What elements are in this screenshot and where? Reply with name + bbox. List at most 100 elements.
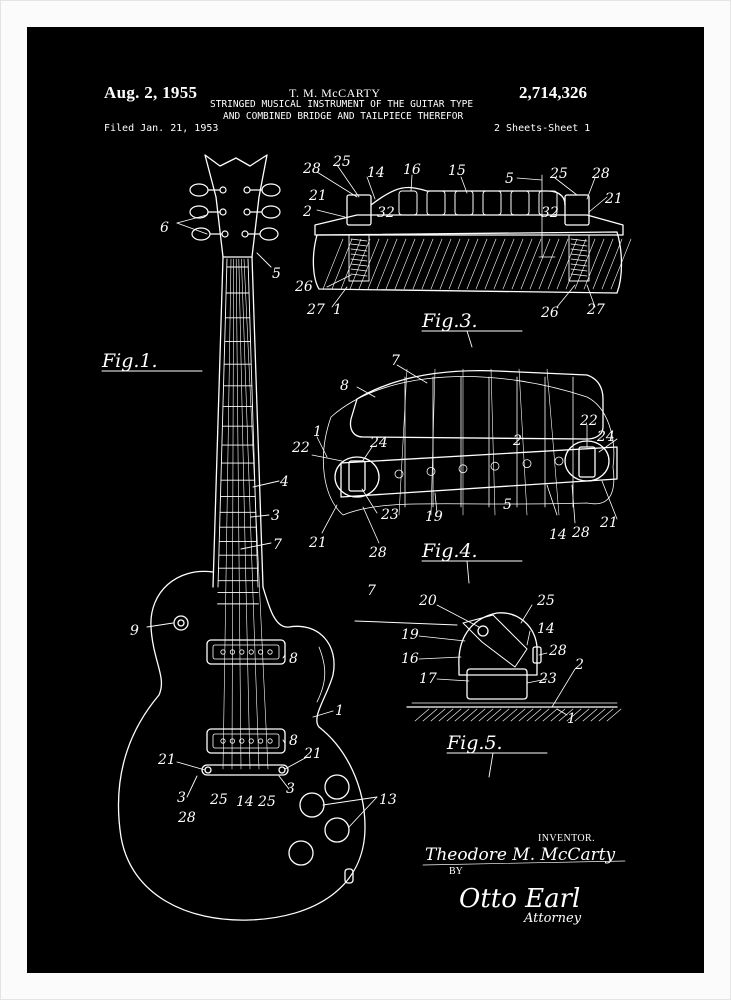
svg-text:27: 27	[306, 302, 325, 318]
svg-text:14: 14	[537, 621, 555, 637]
svg-text:8: 8	[289, 733, 298, 749]
by-label: BY	[449, 866, 463, 877]
svg-text:25: 25	[332, 154, 351, 170]
fig1-numerals: 6 5 4 3 7 9 8 8 1 21 21 3 3 25 14 25 28 …	[130, 220, 397, 826]
svg-text:16: 16	[401, 651, 419, 667]
svg-text:3: 3	[177, 790, 186, 806]
svg-text:16: 16	[403, 162, 421, 178]
fig-5-label: Fig.5.	[446, 732, 503, 754]
guitar-headstock	[204, 154, 268, 258]
svg-text:19: 19	[401, 627, 419, 643]
cutaway-edge	[316, 646, 326, 703]
ref-6: 6	[160, 220, 169, 236]
inventor-heading: T. M. McCARTY	[289, 86, 381, 100]
bridge-tailpiece	[201, 764, 289, 776]
svg-text:15: 15	[448, 163, 466, 179]
bridge-pickup	[206, 728, 286, 754]
svg-text:14: 14	[549, 527, 567, 543]
svg-text:24: 24	[369, 435, 388, 451]
svg-text:25: 25	[209, 792, 228, 808]
fig5-numerals: 7 20 25 19 14 16 28 17 23 2 1	[367, 583, 584, 727]
inventor-signature-underline	[422, 860, 626, 866]
fig-1-label: Fig.1.	[101, 350, 158, 372]
svg-text:32: 32	[541, 205, 559, 221]
attorney-signature: Otto Earl	[459, 884, 580, 914]
svg-text:27: 27	[586, 302, 605, 318]
svg-text:14: 14	[367, 165, 385, 181]
svg-text:28: 28	[368, 545, 387, 561]
svg-text:19: 19	[425, 509, 443, 525]
svg-text:2: 2	[574, 657, 584, 673]
patent-date: Aug. 2, 1955	[104, 83, 198, 102]
fig3-drawing	[312, 186, 632, 294]
fig1-leaders	[146, 214, 378, 828]
fig4-numerals: 7 8 1 22 24 22 24 2 5 23 19 21 28 14 28 …	[291, 353, 618, 561]
svg-text:1: 1	[333, 302, 342, 318]
svg-text:21: 21	[303, 746, 322, 762]
svg-text:28: 28	[591, 166, 610, 182]
patent-drawings: 6 5 4 3 7 9 8 8 1 21 21 3 3 25 14 25 28 …	[101, 154, 632, 921]
fig-3-label: Fig.3.	[421, 310, 478, 332]
svg-text:26: 26	[540, 305, 559, 321]
svg-text:13: 13	[379, 792, 397, 808]
svg-text:9: 9	[130, 623, 139, 639]
svg-text:21: 21	[308, 188, 327, 204]
patent-number: 2,714,326	[519, 83, 587, 102]
patent-poster: Aug. 2, 1955 T. M. McCARTY 2,714,326 STR…	[27, 27, 704, 973]
filed-date: Filed Jan. 21, 1953	[104, 123, 219, 134]
svg-text:7: 7	[367, 583, 376, 599]
neck-pickup	[206, 639, 286, 665]
svg-text:23: 23	[380, 507, 399, 523]
inventor-label: INVENTOR.	[538, 833, 596, 844]
fig3-leaders	[316, 164, 608, 308]
svg-text:3: 3	[271, 508, 280, 524]
svg-text:5: 5	[505, 171, 514, 187]
fig5-drawing	[354, 612, 622, 722]
svg-text:23: 23	[538, 671, 557, 687]
svg-text:32: 32	[377, 205, 395, 221]
svg-text:2: 2	[512, 433, 522, 449]
guitar-body	[117, 570, 366, 921]
svg-text:28: 28	[302, 161, 321, 177]
svg-text:28: 28	[177, 810, 196, 826]
fig5-leaders	[418, 604, 576, 716]
svg-text:17: 17	[419, 671, 437, 687]
control-knobs	[288, 774, 350, 866]
patent-title-line-1: STRINGED MUSICAL INSTRUMENT OF THE GUITA…	[210, 99, 474, 110]
svg-text:7: 7	[273, 537, 282, 553]
svg-text:28: 28	[548, 643, 567, 659]
guitar-neck	[212, 256, 264, 588]
svg-text:3: 3	[286, 781, 295, 797]
svg-text:2: 2	[302, 204, 312, 220]
svg-text:25: 25	[257, 794, 276, 810]
svg-text:5: 5	[503, 497, 512, 513]
attorney-label: Attorney	[524, 911, 582, 926]
svg-text:7: 7	[391, 353, 400, 369]
svg-text:1: 1	[567, 711, 576, 727]
inventor-name: Theodore M. McCarty	[425, 845, 616, 865]
svg-text:8: 8	[289, 651, 298, 667]
svg-text:14: 14	[236, 794, 254, 810]
svg-text:8: 8	[340, 378, 349, 394]
output-jack	[173, 615, 189, 631]
sheet-number: 2 Sheets-Sheet 1	[494, 123, 591, 134]
fig4-leaders	[311, 364, 618, 544]
fig-4-label: Fig.4.	[421, 540, 478, 562]
fretboard-edge	[217, 258, 259, 588]
tuner-pegs	[189, 183, 281, 241]
patent-title-line-2: AND COMBINED BRIDGE AND TAILPIECE THEREF…	[223, 111, 464, 122]
svg-text:25: 25	[549, 166, 568, 182]
svg-text:25: 25	[536, 593, 555, 609]
svg-text:22: 22	[579, 413, 598, 429]
guitar-drawing	[117, 154, 366, 921]
svg-text:21: 21	[604, 191, 623, 207]
svg-text:1: 1	[313, 424, 322, 440]
svg-text:5: 5	[272, 266, 281, 282]
svg-text:24: 24	[596, 429, 615, 445]
svg-text:20: 20	[418, 593, 437, 609]
svg-text:26: 26	[294, 279, 313, 295]
fig3-numerals: 28 25 14 16 15 5 25 28 21 2 32 32 21 26 …	[294, 154, 623, 321]
svg-text:28: 28	[571, 525, 590, 541]
svg-text:22: 22	[291, 440, 310, 456]
svg-text:4: 4	[279, 474, 289, 490]
